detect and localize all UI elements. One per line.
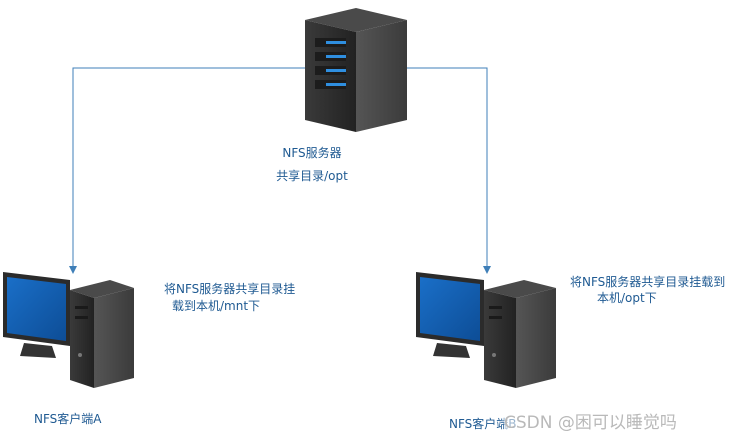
client-a-monitor [3,272,70,358]
client-a-desktop-icon [3,272,134,388]
client-a-mount-desc-line2: 载到本机/mnt下 [172,299,261,313]
client-b-monitor [416,272,484,358]
client-a-mount-desc-line1: 将NFS服务器共享目录挂 [164,282,296,296]
connector-server-to-client-b [405,67,491,274]
server-share-path: 共享目录/opt [276,169,348,183]
client-b-mount-desc-line1: 将NFS服务器共享目录挂载到 [570,275,726,289]
client-a-tower [70,280,134,388]
client-b-desktop-icon [416,272,556,388]
client-b-tower [484,280,556,388]
server-drive-bays [315,38,346,89]
connector-server-to-client-a [69,67,305,274]
client-b-name: NFS客户端B [449,417,517,431]
csdn-watermark: CSDN @困可以睡觉吗 [504,408,677,433]
server-tower-icon [305,8,407,132]
server-title: NFS服务器 [282,146,342,160]
client-b-mount-desc-line2: 本机/opt下 [597,291,657,305]
client-a-name: NFS客户端A [34,412,102,426]
